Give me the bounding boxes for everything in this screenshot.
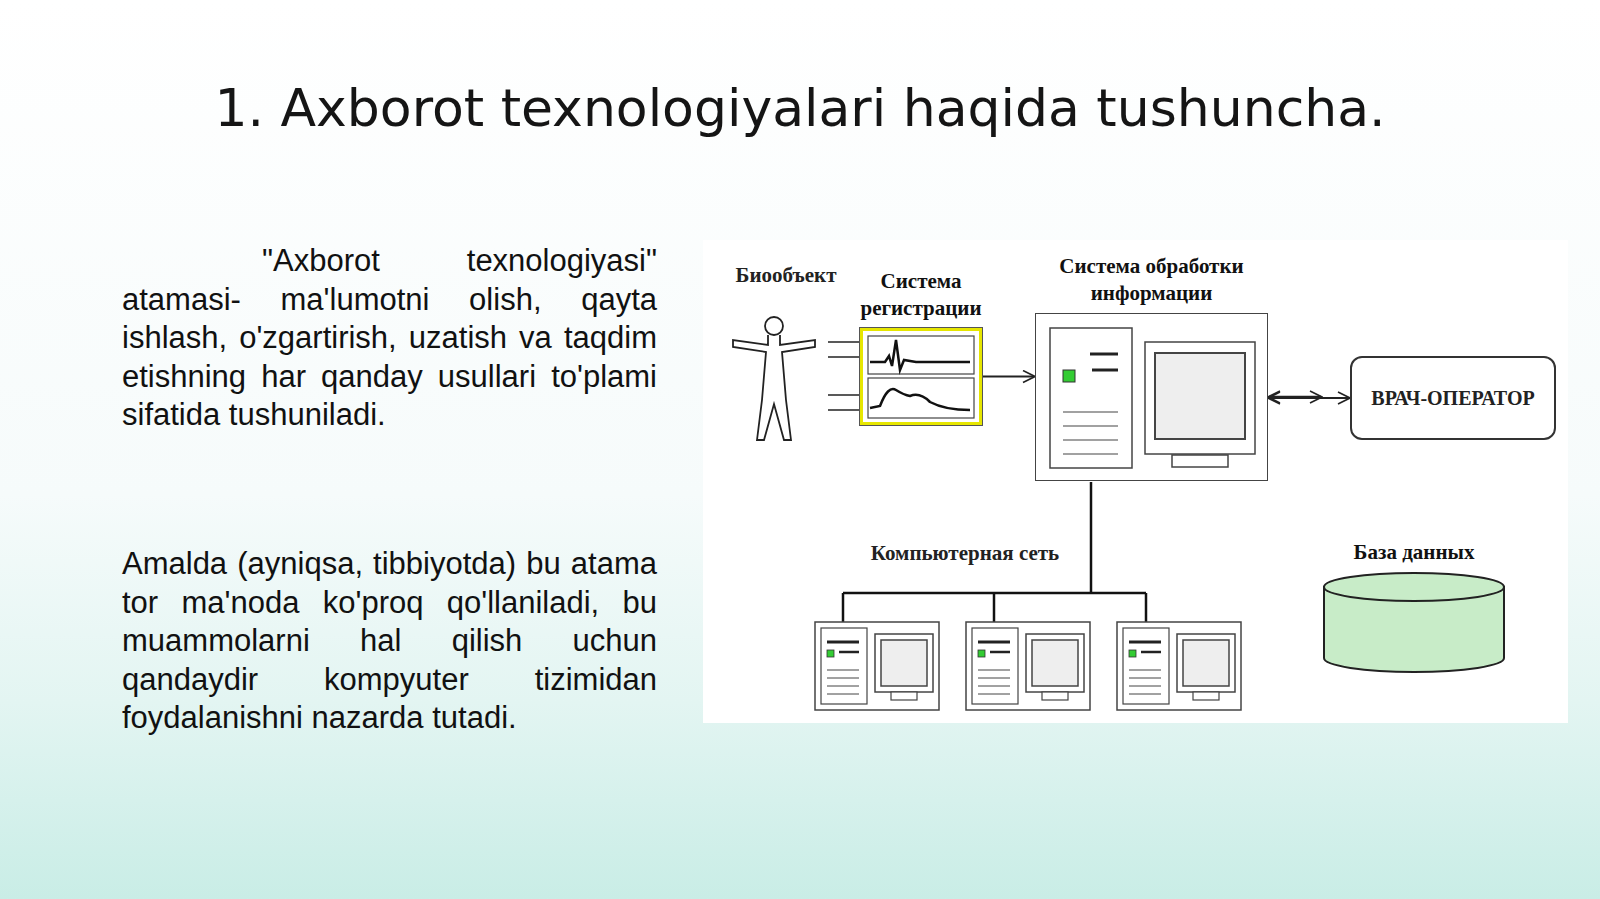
box-outline bbox=[860, 328, 982, 425]
computer-1 bbox=[815, 622, 939, 710]
box-heading: Система регистрации bbox=[836, 255, 1006, 328]
box-heading: База данных bbox=[1304, 522, 1524, 572]
heading-text: Система регистрации bbox=[836, 268, 1006, 322]
network-label: Компьютерная сеть bbox=[850, 540, 1080, 567]
processing-box: Система обработки информации bbox=[1035, 255, 1268, 481]
connector-arrow bbox=[983, 376, 1034, 378]
box-outline bbox=[1035, 313, 1268, 481]
human-figure bbox=[733, 317, 815, 440]
box-heading: Система обработки информации bbox=[1027, 255, 1277, 313]
heading-text: Система обработки информации bbox=[1027, 253, 1277, 307]
network-wires bbox=[843, 482, 1146, 622]
paragraph: "Axborot texnologiyasi" atamasi- ma'lumo… bbox=[122, 242, 657, 435]
figure-label: Биообъект bbox=[726, 262, 846, 289]
sensor-wires bbox=[828, 342, 862, 410]
database-cylinder: База данных bbox=[1322, 522, 1506, 674]
paragraph: Amalda (ayniqsa, tibbiyotda) bu atama to… bbox=[122, 545, 657, 738]
connector-arrow bbox=[1269, 397, 1349, 399]
registration-box: Система регистрации bbox=[860, 255, 982, 425]
cylinder-shape bbox=[1322, 572, 1506, 674]
box-text: ВРАЧ-ОПЕРАТОР bbox=[1371, 385, 1534, 412]
operator-box: ВРАЧ-ОПЕРАТОР bbox=[1350, 356, 1556, 440]
diagram-panel bbox=[703, 240, 1568, 723]
connector-arrow bbox=[1269, 396, 1321, 399]
signal-plots bbox=[868, 336, 974, 418]
computer-2 bbox=[966, 622, 1090, 710]
slide-title: 1. Axborot texnologiyalari haqida tushun… bbox=[0, 78, 1600, 138]
computer-3 bbox=[1117, 622, 1241, 710]
box-outline bbox=[1322, 572, 1506, 674]
heading-text: База данных bbox=[1354, 539, 1475, 566]
box-outline: ВРАЧ-ОПЕРАТОР bbox=[1350, 356, 1556, 440]
processing-icons bbox=[1050, 328, 1255, 468]
